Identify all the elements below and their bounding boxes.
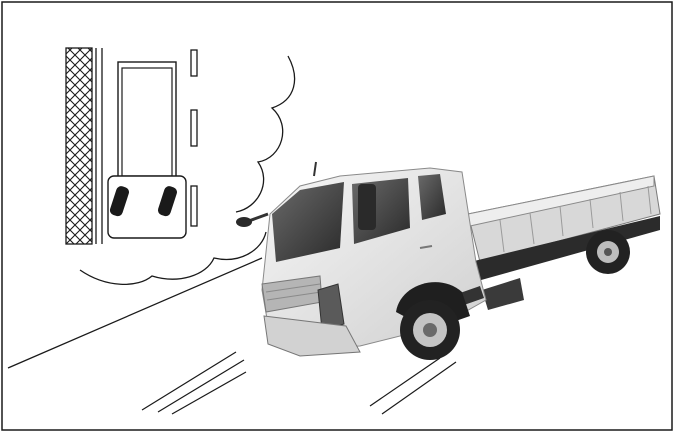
topdown-vehicle-icon bbox=[108, 62, 186, 238]
lane-dash-1 bbox=[191, 50, 197, 76]
road-marks-left bbox=[142, 352, 246, 414]
truck-mirror bbox=[358, 184, 376, 230]
truck-illustration bbox=[236, 162, 660, 360]
road-marks-right bbox=[370, 358, 456, 414]
hatched-wall bbox=[66, 48, 92, 244]
lane-dash-2 bbox=[191, 110, 197, 146]
thought-bubble bbox=[80, 22, 297, 287]
lane-dash-3 bbox=[191, 186, 197, 226]
